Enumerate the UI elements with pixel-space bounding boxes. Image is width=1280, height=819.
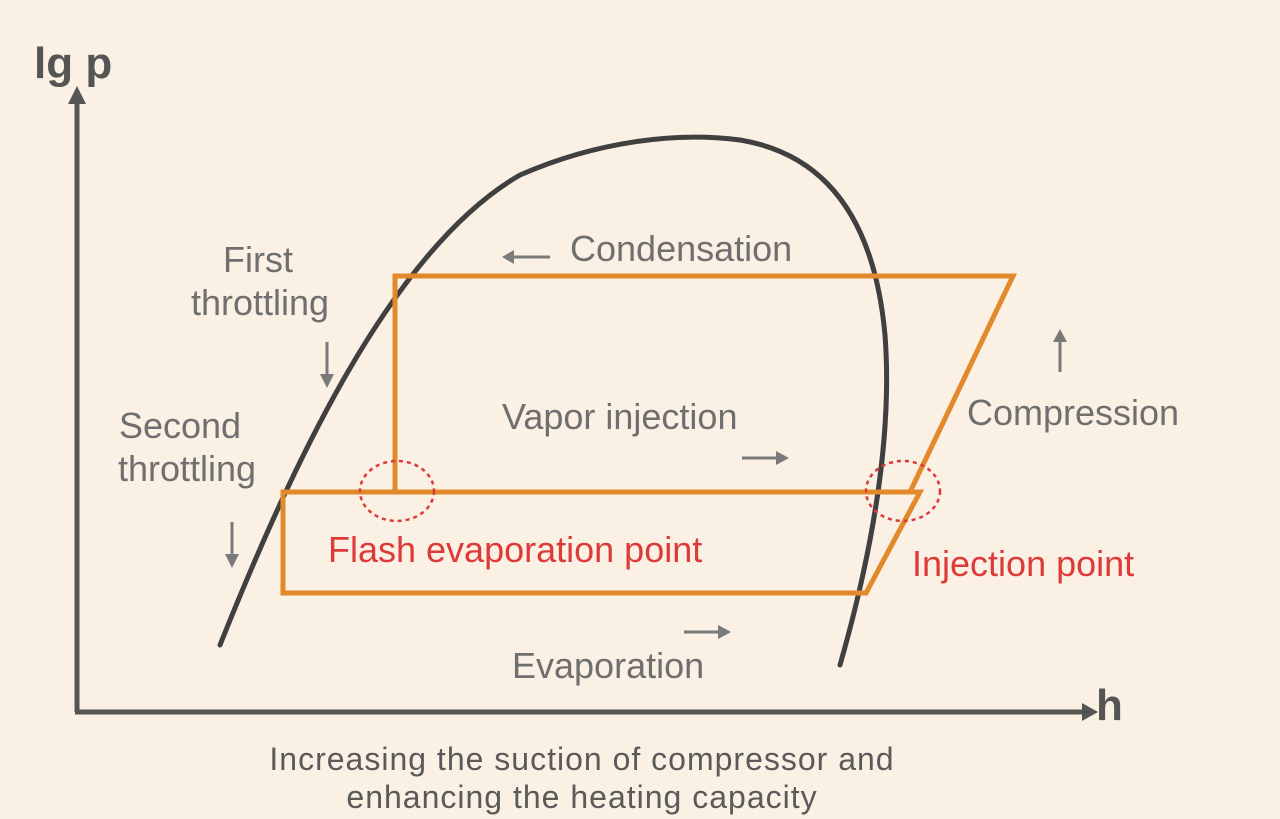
upper-cycle xyxy=(392,273,1017,494)
first-throttling-label-1: First xyxy=(223,239,293,280)
x-axis-label: h xyxy=(1096,681,1123,730)
y-axis-label: lg p xyxy=(34,39,112,88)
vapor-injection-label: Vapor injection xyxy=(502,396,737,437)
arrow-up-icon xyxy=(1053,329,1067,372)
second-throttling-label-1: Second xyxy=(119,405,241,446)
arrow-down-icon xyxy=(320,342,334,388)
compression-label: Compression xyxy=(967,392,1179,433)
arrow-right-icon xyxy=(742,451,789,465)
injection-point-circle xyxy=(864,459,942,523)
first-throttling-label-2: throttling xyxy=(191,282,329,323)
x-axis-arrowhead xyxy=(1082,703,1098,721)
arrow-down-icon xyxy=(225,522,239,568)
second-throttling-label-2: throttling xyxy=(118,448,256,489)
caption-line-1: Increasing the suction of compressor and xyxy=(269,741,894,777)
arrow-right-icon xyxy=(684,625,731,639)
evaporation-label: Evaporation xyxy=(512,645,704,686)
condensation-label: Condensation xyxy=(570,228,792,269)
y-axis-arrowhead xyxy=(68,86,86,104)
arrow-left-icon xyxy=(502,250,550,264)
lower-cycle xyxy=(280,489,925,596)
saturation-dome xyxy=(217,134,890,668)
flash-evaporation-point-label: Flash evaporation point xyxy=(328,529,702,570)
injection-point-label: Injection point xyxy=(912,543,1134,584)
caption-line-2: enhancing the heating capacity xyxy=(346,779,817,815)
flash-point-circle xyxy=(358,459,436,523)
